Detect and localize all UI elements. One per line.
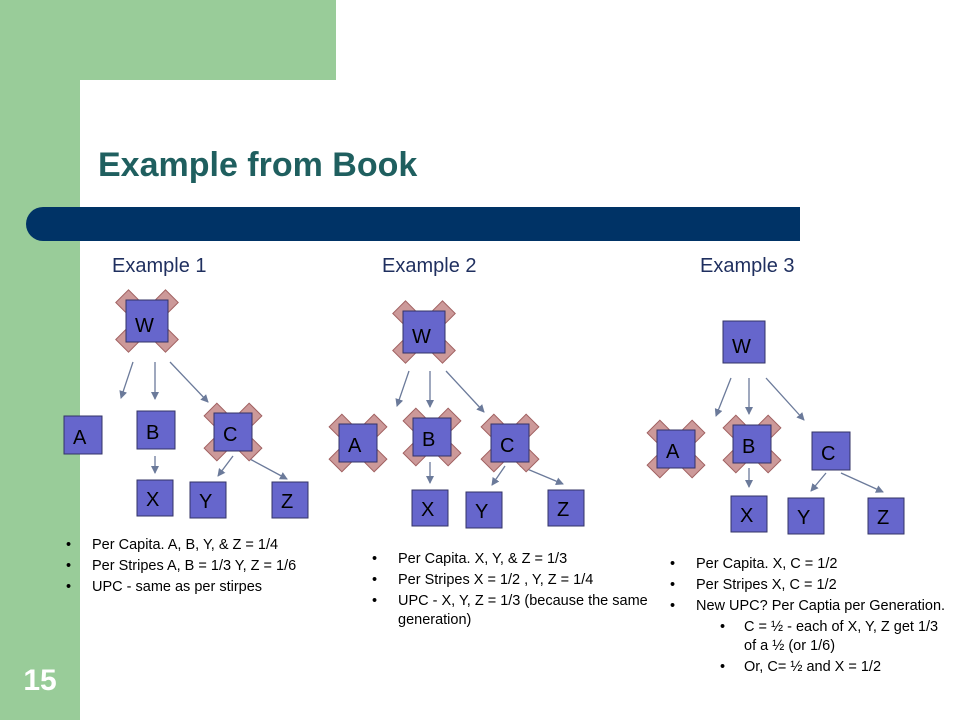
- ex2-node-x: X: [411, 489, 449, 527]
- ex3-arrow: [810, 472, 827, 492]
- example-2-note-2: Per Stripes X = 1/2 , Y, Z = 1/4: [368, 571, 653, 590]
- slide-title: Example from Book: [98, 146, 418, 184]
- ex2-node-a: A: [328, 413, 388, 473]
- example-3-subnote-2: Or, C= ½ and X = 1/2: [666, 658, 946, 677]
- ex2-node-c-label: C: [500, 435, 514, 457]
- ex3-node-w-label: W: [732, 336, 751, 358]
- ex1-node-b-label: B: [146, 422, 159, 444]
- ex2-arrow: [395, 370, 410, 407]
- ex1-arrow: [119, 361, 134, 399]
- ex2-node-y: Y: [465, 491, 503, 529]
- ex3-node-x-label: X: [740, 505, 753, 527]
- example-3-subnote-1: C = ½ - each of X, Y, Z get 1/3 of a ½ (…: [666, 618, 946, 656]
- ex3-node-z: Z: [867, 497, 905, 535]
- ex3-node-b: B: [722, 414, 782, 474]
- ex2-arrow: [491, 465, 506, 486]
- ex2-node-b-label: B: [422, 429, 435, 451]
- ex1-arrow: [217, 455, 234, 477]
- ex3-arrow: [714, 377, 732, 417]
- ex3-node-c: C: [811, 431, 851, 471]
- example-1-note-3: UPC - same as per stirpes: [62, 578, 347, 597]
- ex3-node-y: Y: [787, 497, 825, 535]
- ex1-node-c-label: C: [223, 424, 237, 446]
- example-3-note-3: New UPC? Per Captia per Generation.: [666, 597, 946, 616]
- ex3-node-w: W: [722, 320, 766, 364]
- ex1-arrow: [169, 361, 209, 403]
- example-1-label: Example 1: [112, 255, 207, 277]
- ex1-node-a-label: A: [73, 427, 87, 449]
- ex1-node-y-label: Y: [199, 491, 212, 513]
- ex2-node-w-label: W: [412, 326, 431, 348]
- ex1-node-z-label: Z: [281, 491, 293, 513]
- example-2-notes: Per Capita. X, Y, & Z = 1/3 Per Stripes …: [368, 550, 653, 632]
- ex3-node-a: A: [646, 419, 706, 479]
- ex1-node-z: Z: [271, 481, 309, 519]
- example-3-note-2: Per Stripes X, C = 1/2: [666, 576, 946, 595]
- example-3-notes: Per Capita. X, C = 1/2 Per Stripes X, C …: [666, 555, 946, 679]
- ex2-node-z: Z: [547, 489, 585, 527]
- example-2-note-1: Per Capita. X, Y, & Z = 1/3: [368, 550, 653, 569]
- ex2-arrow: [445, 370, 485, 413]
- ex1-node-x-label: X: [146, 489, 159, 511]
- ex3-node-a-label: A: [666, 441, 680, 463]
- ex3-node-b-label: B: [742, 436, 755, 458]
- ex1-node-w: W: [115, 289, 179, 353]
- slide-number: 15: [23, 664, 57, 697]
- ex1-node-y: Y: [189, 481, 227, 519]
- example-3-label: Example 3: [700, 255, 795, 277]
- ex2-node-z-label: Z: [557, 499, 569, 521]
- ex3-node-x: X: [730, 495, 768, 533]
- ex2-node-c: C: [480, 413, 540, 473]
- left-green-band: [0, 0, 80, 720]
- ex3-arrow: [840, 472, 884, 493]
- ex1-node-x: X: [136, 479, 174, 517]
- example-1-notes: Per Capita. A, B, Y, & Z = 1/4 Per Strip…: [62, 536, 347, 599]
- title-underline-bar: [26, 207, 800, 241]
- ex1-node-a: A: [63, 415, 103, 455]
- ex3-node-c-label: C: [821, 443, 835, 465]
- example-1-note-1: Per Capita. A, B, Y, & Z = 1/4: [62, 536, 347, 555]
- top-green-band: [80, 0, 336, 80]
- ex2-node-x-label: X: [421, 499, 434, 521]
- ex3-node-y-label: Y: [797, 507, 810, 529]
- example-3-note-1: Per Capita. X, C = 1/2: [666, 555, 946, 574]
- ex2-node-a-label: A: [348, 435, 362, 457]
- ex2-node-b: B: [402, 407, 462, 467]
- ex3-arrow: [765, 377, 805, 421]
- example-2-note-3: UPC - X, Y, Z = 1/3 (because the same ge…: [368, 592, 653, 630]
- example-2-label: Example 2: [382, 255, 477, 277]
- ex1-node-b: B: [136, 410, 176, 450]
- ex3-node-z-label: Z: [877, 507, 889, 529]
- ex1-arrow: [247, 457, 288, 480]
- ex2-node-w: W: [392, 300, 456, 364]
- example-1-note-2: Per Stripes A, B = 1/3 Y, Z = 1/6: [62, 557, 347, 576]
- ex1-node-c: C: [203, 402, 263, 462]
- ex2-node-y-label: Y: [475, 501, 488, 523]
- ex1-node-w-label: W: [135, 315, 154, 337]
